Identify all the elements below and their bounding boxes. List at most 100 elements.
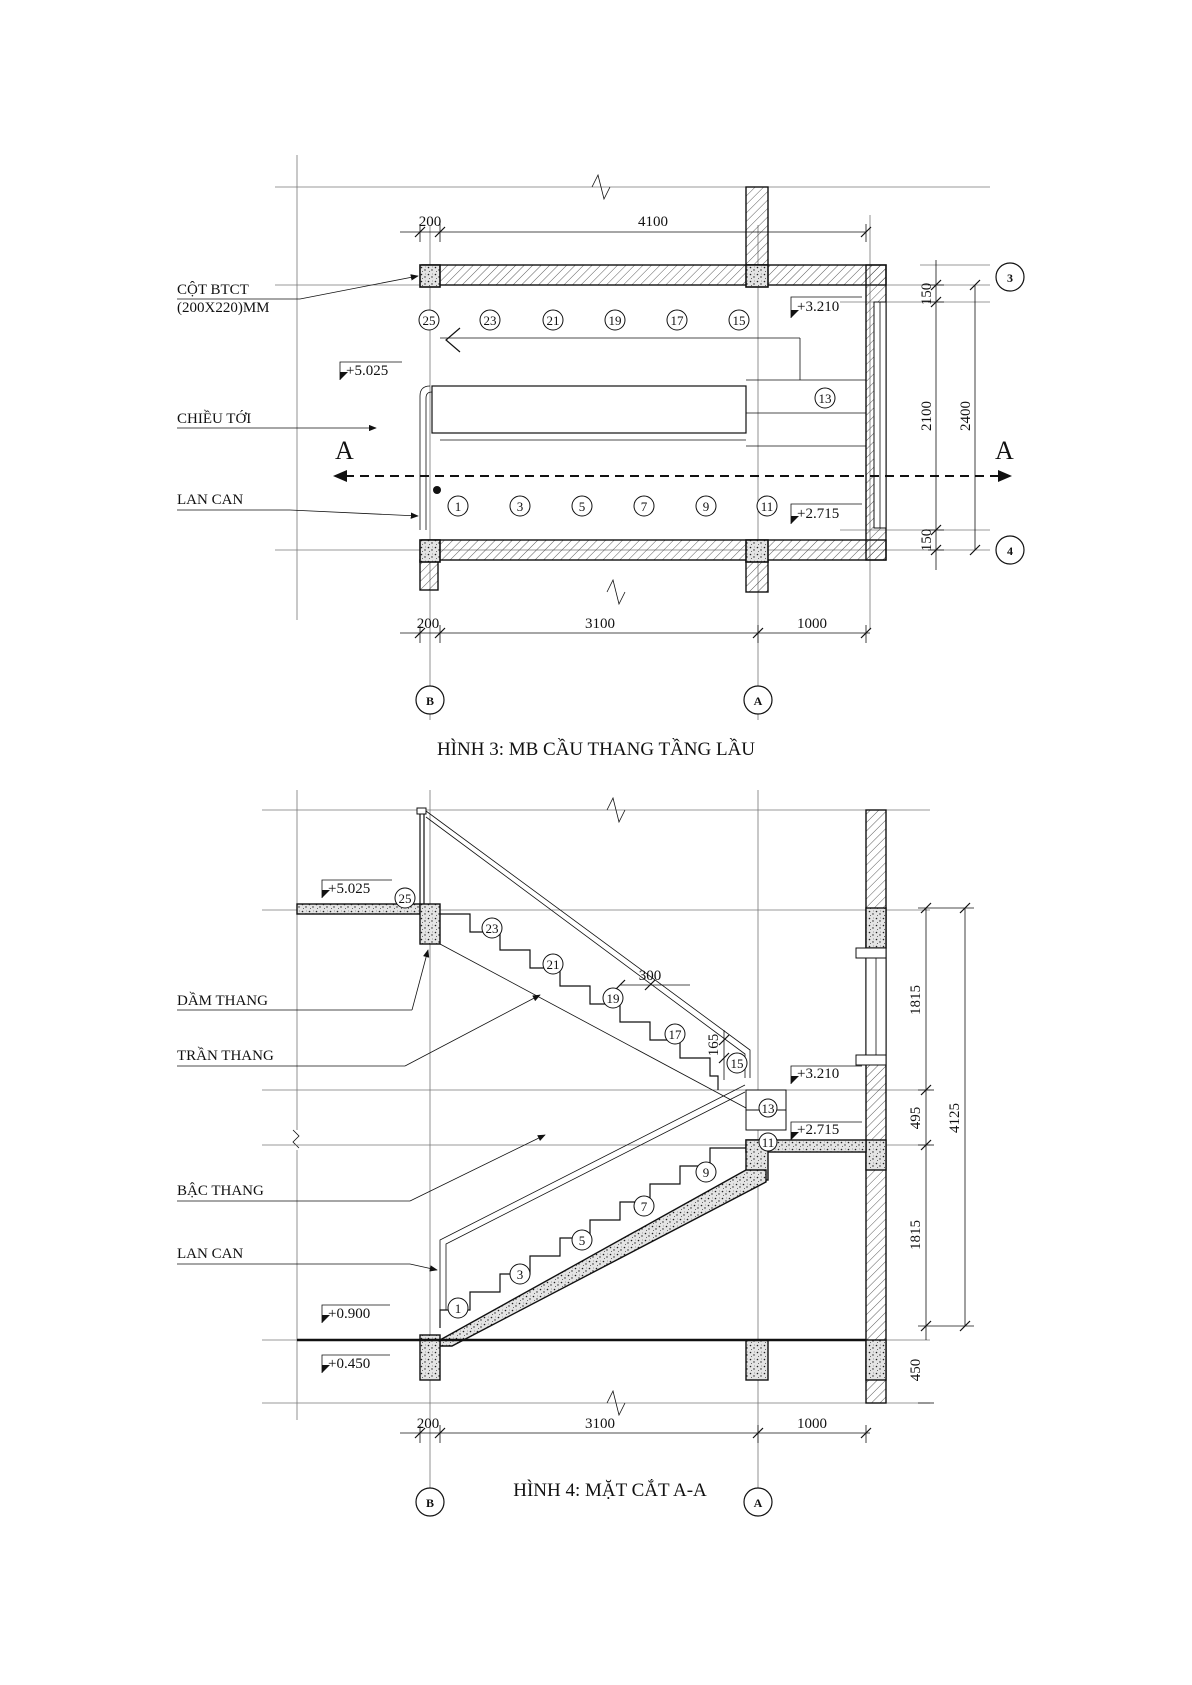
step-number: 3 — [517, 499, 524, 514]
section-mark-left: A — [335, 436, 354, 465]
dim-text: 1815 — [908, 985, 924, 1015]
axis-label: A — [754, 1496, 763, 1510]
axis-label: B — [426, 1496, 434, 1510]
step-number: 17 — [671, 313, 685, 328]
level-text: +5.025 — [328, 881, 370, 897]
axis-label: A — [754, 694, 763, 708]
label-direction: CHIỀU TỚI — [177, 410, 251, 427]
step-number: 23 — [484, 313, 497, 328]
label-soffit: TRẦN THANG — [177, 1047, 274, 1064]
dim-text: 2100 — [919, 401, 935, 431]
section-tread-riser-dims: 300 165 — [614, 968, 730, 1080]
level-text: +2.715 — [797, 506, 839, 522]
dim-text: 1815 — [908, 1220, 924, 1250]
stair-floor-plan: A A 25 23 21 19 17 15 1 3 5 7 9 11 13 +5… — [177, 155, 1025, 760]
plan-level-landing-top: +3.210 — [790, 296, 862, 318]
step-number: 7 — [641, 499, 648, 514]
step-number: 13 — [819, 391, 832, 406]
plan-tread-lines — [440, 337, 866, 447]
plan-walls — [419, 186, 887, 593]
step-number: 11 — [762, 1135, 775, 1150]
dim-text: 1000 — [797, 616, 827, 632]
section-step-numbers-upper: 25 23 21 19 17 15 — [394, 887, 748, 1074]
section-caption: HÌNH 4: MẶT CẮT A-A — [513, 1479, 707, 1501]
label-railing: LAN CAN — [177, 1246, 243, 1262]
plan-dim-top: 200 4100 — [400, 214, 872, 242]
dim-text: 3100 — [585, 616, 615, 632]
section-mid-column — [745, 1339, 769, 1381]
label-column-size: (200X220)MM — [177, 300, 270, 316]
level-text: +3.210 — [797, 1066, 839, 1082]
section-railing-lower — [439, 1084, 746, 1310]
plan-dim-bottom: 200 3100 1000 — [400, 616, 872, 643]
step-number: 13 — [762, 1101, 775, 1116]
dim-text: 200 — [419, 214, 442, 230]
dim-text: 450 — [908, 1359, 924, 1382]
label-beam: DẦM THANG — [177, 992, 268, 1009]
step-number: 1 — [455, 499, 462, 514]
dim-text: 200 — [417, 616, 440, 632]
plan-caption: HÌNH 3: MB CẦU THANG TẦNG LẦU — [437, 738, 755, 760]
section-arrow-left — [333, 470, 347, 482]
step-number: 25 — [399, 891, 412, 906]
step-number: 17 — [669, 1027, 683, 1042]
dim-text: 4100 — [638, 214, 668, 230]
section-level-landing-top: +3.210 — [790, 1065, 862, 1084]
dim-text: 200 — [417, 1416, 440, 1432]
break-line-bottom — [606, 578, 626, 606]
step-number: 25 — [423, 313, 436, 328]
step-number: 11 — [761, 499, 774, 514]
step-number: 9 — [703, 499, 710, 514]
break-line-top — [591, 173, 611, 201]
section-axis-bubbles: B A — [415, 1487, 773, 1517]
plan-step-numbers-top: 25 23 21 19 17 15 — [418, 309, 750, 331]
label-steps: BẬC THANG — [177, 1182, 264, 1199]
step-number: 1 — [455, 1301, 462, 1316]
section-mark-right: A — [995, 436, 1014, 465]
section-arrow-right — [998, 470, 1012, 482]
level-text: +2.715 — [797, 1122, 839, 1138]
step-number: 9 — [703, 1165, 710, 1180]
step-number: 5 — [579, 1233, 586, 1248]
level-text: +0.900 — [328, 1306, 370, 1322]
section-dim-bottom: 200 3100 1000 — [400, 1416, 872, 1443]
dim-text: 495 — [908, 1107, 924, 1130]
level-text: +5.025 — [346, 363, 388, 379]
step-number: 19 — [607, 991, 620, 1006]
plan-level-landing-bottom: +2.715 — [790, 503, 862, 524]
section-break-bottom — [606, 1389, 626, 1417]
dim-text: 150 — [919, 283, 935, 306]
level-text: +3.210 — [797, 299, 839, 315]
step-number: 15 — [733, 313, 746, 328]
step-number: 15 — [731, 1056, 744, 1071]
dim-text: 2400 — [958, 401, 974, 431]
section-level-landing-bottom: +2.715 — [790, 1121, 862, 1140]
step-number: 7 — [641, 1199, 648, 1214]
axis-label: B — [426, 694, 434, 708]
section-upper-slab — [296, 903, 441, 945]
plan-step-numbers-bottom: 1 3 5 7 9 11 13 — [447, 387, 836, 517]
railing-post-dot — [433, 486, 441, 494]
section-right-wall — [855, 809, 887, 1404]
step-number: 5 — [579, 499, 586, 514]
plan-center-railing — [419, 385, 747, 530]
label-railing: LAN CAN — [177, 492, 243, 508]
dim-text: 4125 — [947, 1103, 963, 1133]
dim-text: 1000 — [797, 1416, 827, 1432]
section-base-column — [419, 1334, 441, 1381]
axis-label: 4 — [1007, 544, 1013, 558]
section-railing-upper — [416, 807, 751, 1078]
section-level-ground: +0.450 — [321, 1354, 390, 1373]
step-number: 21 — [547, 313, 560, 328]
step-number: 21 — [547, 957, 560, 972]
plan-level-upper: +5.025 — [339, 361, 402, 380]
dim-text: 165 — [706, 1034, 722, 1057]
plan-dim-right: 150 2100 150 2400 — [919, 260, 981, 570]
section-level-floor: +0.900 — [321, 1304, 390, 1323]
level-text: +0.450 — [328, 1356, 370, 1372]
step-number: 19 — [609, 313, 622, 328]
section-dim-right: 1815 495 1815 450 4125 — [908, 902, 974, 1404]
plan-columns — [419, 264, 769, 563]
step-number: 3 — [517, 1267, 524, 1282]
